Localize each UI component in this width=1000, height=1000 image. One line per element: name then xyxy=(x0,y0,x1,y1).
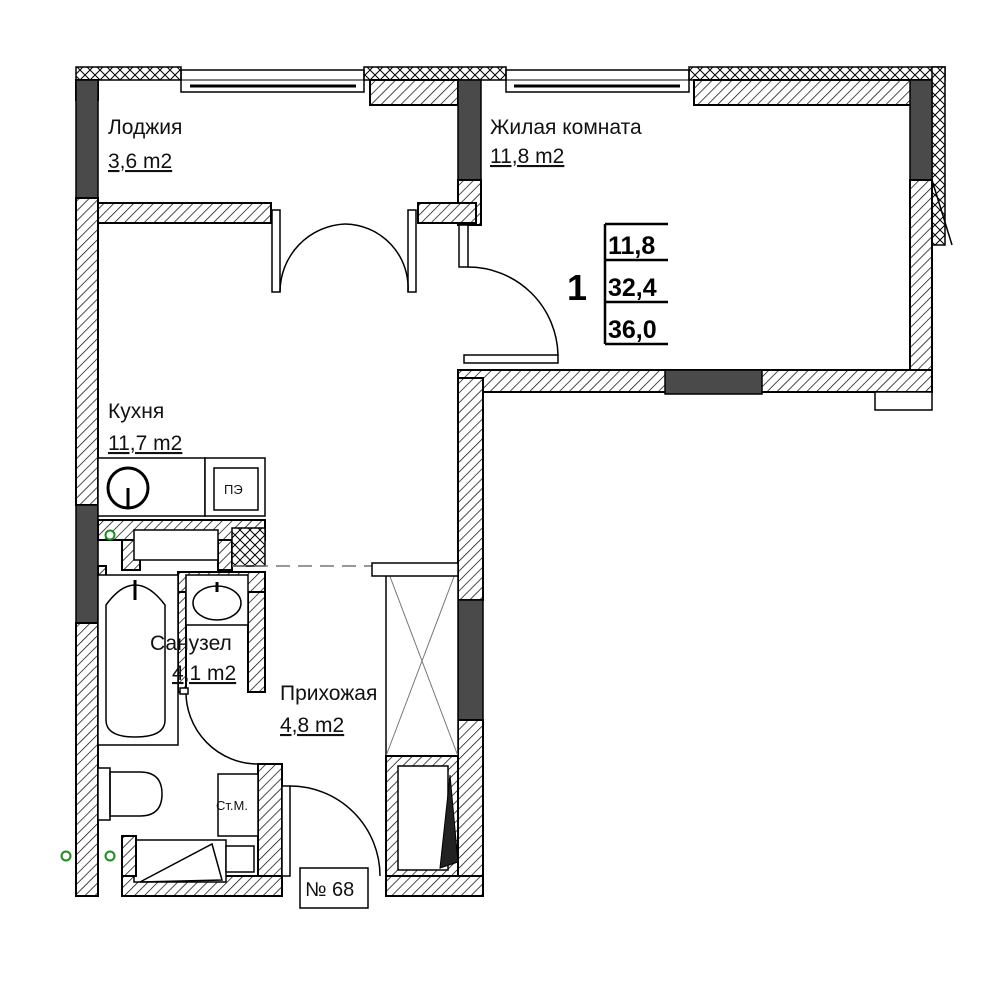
rooms-count: 1 xyxy=(567,267,587,308)
room-label-kitchen: Кухня xyxy=(108,400,164,423)
area-usable-value: 32,4 xyxy=(608,274,657,302)
kitchen-counter xyxy=(97,457,266,517)
room-label-bathroom: Санузел xyxy=(150,632,232,655)
living-door xyxy=(458,224,559,364)
room-label-loggia: Лоджия xyxy=(108,116,182,139)
loggia-partition xyxy=(97,202,477,293)
hallway-closet xyxy=(232,562,459,757)
room-area-bathroom: 4,1 m2 xyxy=(172,662,236,685)
hallway-cabinet xyxy=(385,755,459,877)
room-area-loggia: 3,6 m2 xyxy=(108,150,172,173)
area-table: 1 11,8 32,4 36,0 xyxy=(567,222,668,346)
bathtub xyxy=(97,574,179,746)
apartment-number: № 68 xyxy=(305,879,354,901)
bath-fixture-lower xyxy=(121,835,223,883)
exterior-walls xyxy=(75,66,946,897)
toilet xyxy=(97,767,163,821)
room-area-living: 11,8 m2 xyxy=(490,145,564,168)
room-label-living: Жилая комната xyxy=(490,116,642,139)
washer-label: Ст.М. xyxy=(216,798,248,813)
room-area-kitchen: 11,7 m2 xyxy=(108,432,182,455)
bathroom-door xyxy=(179,687,259,765)
room-label-hallway: Прихожая xyxy=(280,682,377,705)
area-living-value: 11,8 xyxy=(608,232,655,260)
top-windows xyxy=(180,69,690,93)
bathroom-sink xyxy=(185,574,249,626)
facade-marks xyxy=(931,179,953,246)
area-total-value: 36,0 xyxy=(608,316,657,344)
riser-markers xyxy=(60,529,116,862)
entrance-door xyxy=(281,785,381,877)
stove-label: ПЭ xyxy=(224,482,243,497)
apartment-number-box: № 68 xyxy=(299,867,369,909)
room-area-hallway: 4,8 m2 xyxy=(280,714,344,737)
